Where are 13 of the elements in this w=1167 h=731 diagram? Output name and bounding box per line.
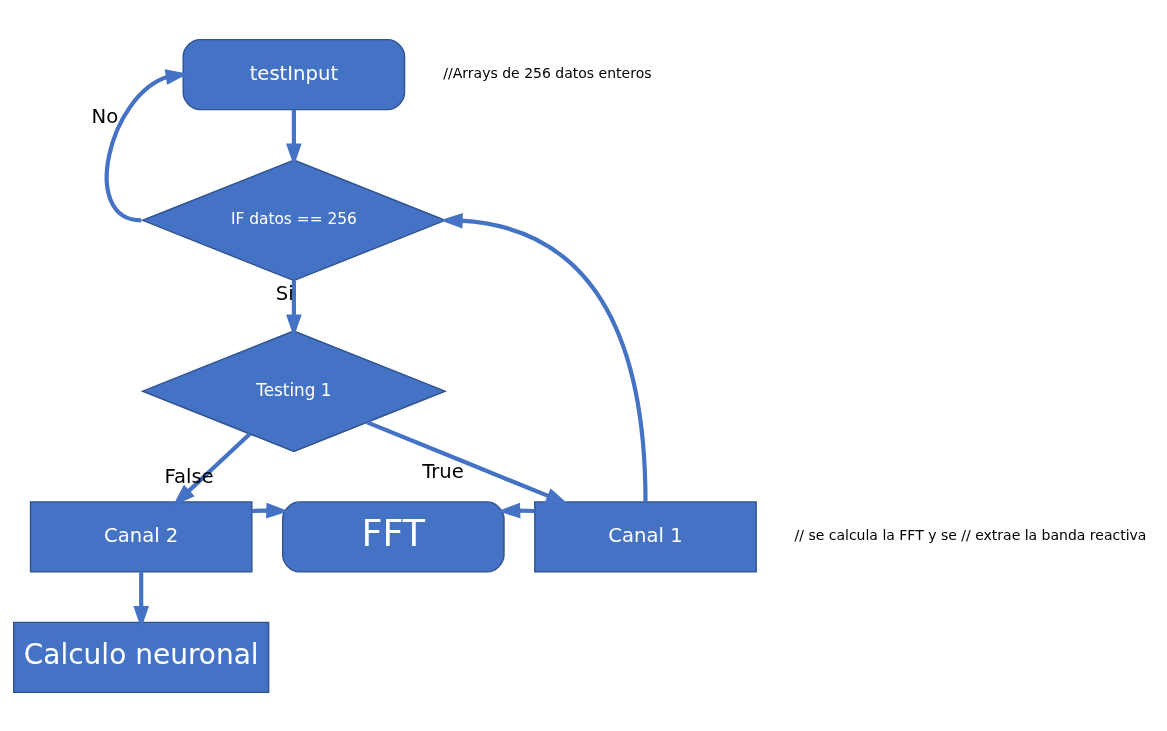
node-box: FFT [281, 500, 505, 573]
node-box: testInput [182, 38, 406, 110]
edge-label: True [422, 459, 464, 483]
node-label: //Arrays de 256 datos enteros [443, 64, 652, 81]
node-diamond: Testing 1 [140, 329, 448, 452]
arrow [366, 419, 569, 504]
node-box: Canal 1 [534, 500, 757, 573]
node-box: Calculo neuronal [13, 621, 270, 693]
node-label: // se calcula la FFT y se // extrae la banda reactiva [794, 526, 1147, 543]
node-box: Canal 2 [29, 500, 253, 573]
edge-label: Si [275, 281, 294, 305]
edge-label: No [91, 104, 119, 128]
arrow [440, 212, 648, 502]
